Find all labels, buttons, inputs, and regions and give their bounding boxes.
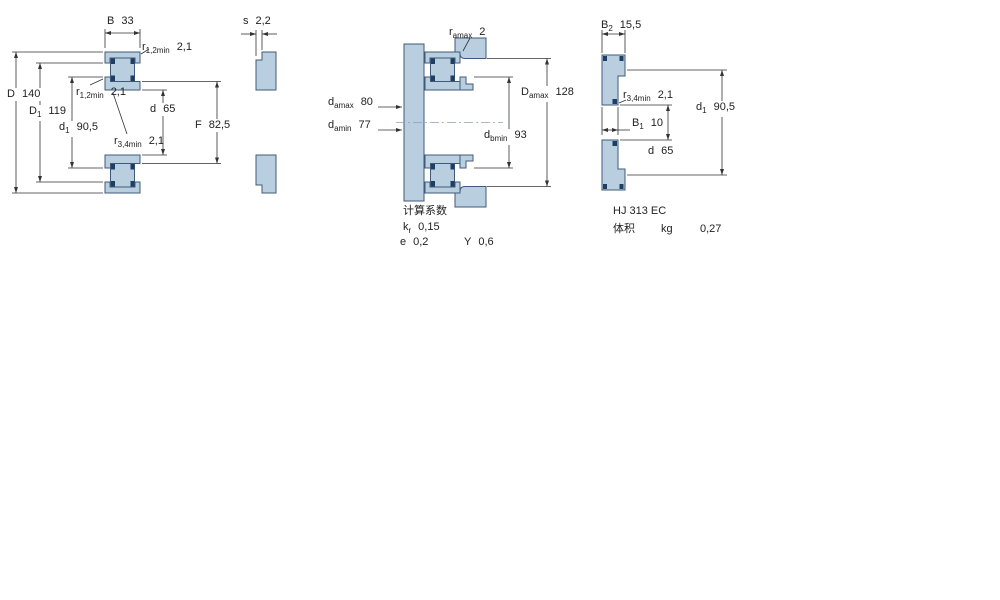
- mass-unit: kg: [661, 223, 673, 235]
- angle-ring-designation: HJ 313 EC: [613, 205, 667, 217]
- mounting-dimensions-view: [378, 37, 551, 208]
- dimension-lines-left: [12, 29, 221, 194]
- dimension-lines-s: [241, 30, 277, 56]
- mass-value: 0,27: [700, 223, 722, 235]
- dimension-lines-right: [601, 30, 727, 176]
- main-bearing-cross-section: [12, 29, 221, 194]
- angle-ring-section: [601, 30, 727, 191]
- calc-factors-heading: 计算系数: [403, 205, 447, 217]
- mass-label: 体积: [613, 223, 635, 235]
- dimension-lines-middle: [378, 37, 551, 187]
- section-view-s: [241, 30, 277, 194]
